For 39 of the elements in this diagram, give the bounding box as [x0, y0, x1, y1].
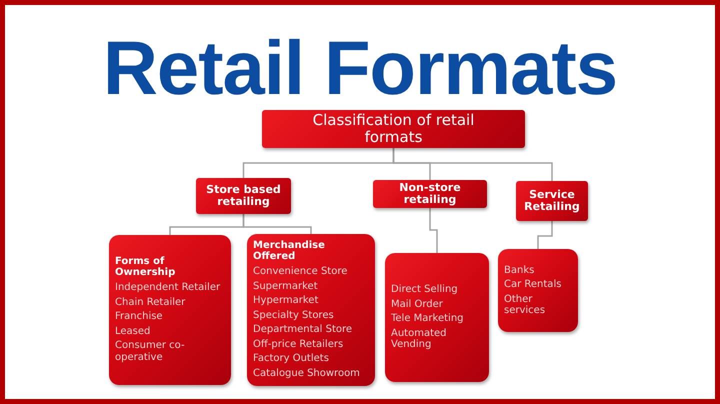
list-item: Banks — [504, 264, 534, 276]
list-item: Consumer co-operative — [115, 340, 186, 363]
list-heading: Forms of Ownership — [115, 256, 176, 278]
category-label: Service Retailing — [523, 188, 581, 214]
list-item: Mail Order — [391, 298, 443, 310]
connector-line — [242, 214, 312, 234]
list-item: Supermarket — [253, 280, 318, 292]
list-item: Leased — [115, 326, 150, 337]
list-box — [109, 235, 231, 385]
connector-line — [429, 208, 438, 253]
diagram-title: Retail Formats — [103, 31, 617, 107]
list-item: Convenience Store — [253, 266, 348, 278]
list-item: Off-price Retailers — [253, 338, 344, 350]
list-item: Car Rentals — [504, 279, 562, 290]
connector-line — [392, 148, 553, 181]
list-heading: Merchandise Offered — [253, 240, 326, 262]
list-item: Specialty Stores — [253, 310, 334, 321]
list-item: Factory Outlets — [253, 353, 329, 364]
list-item: Other services — [504, 294, 546, 316]
category-box — [516, 181, 588, 221]
list-box — [498, 249, 578, 332]
list-item: Departmental Store — [253, 324, 352, 336]
classification-box — [262, 110, 525, 148]
root-label: Classification of retail formats — [312, 112, 476, 146]
list-item: Independent Retailer — [115, 282, 220, 294]
category-box — [373, 180, 487, 208]
category-label: Non-store retailing — [398, 182, 462, 206]
category-label: Store based retailing — [205, 184, 282, 208]
list-item: Chain Retailer — [115, 296, 186, 308]
list-item: Tele Marketing — [391, 313, 464, 325]
list-item: Hypermarket — [253, 295, 318, 306]
list-item: Catalogue Showroom — [253, 368, 360, 379]
list-item: Franchise — [115, 311, 163, 322]
list-item: Direct Selling — [391, 284, 458, 296]
list-item: Automated Vending — [391, 328, 448, 351]
list-box — [385, 253, 489, 382]
list-box — [247, 234, 375, 386]
connector-line — [537, 221, 553, 249]
category-box — [196, 178, 291, 214]
